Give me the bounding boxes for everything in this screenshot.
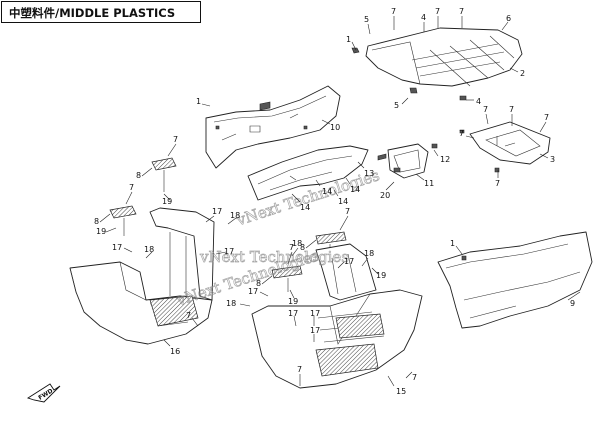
callout-7: 7 xyxy=(412,373,417,382)
callout-5: 5 xyxy=(364,15,369,24)
callout-1: 1 xyxy=(450,239,455,248)
callout-7: 7 xyxy=(459,7,464,16)
callout-19: 19 xyxy=(288,297,298,306)
title-box: 中塑料件/MIDDLE PLASTICS xyxy=(1,1,201,23)
callout-7: 7 xyxy=(391,7,396,16)
callout-7: 7 xyxy=(173,135,178,144)
callout-15: 15 xyxy=(396,387,406,396)
callout-1: 1 xyxy=(346,35,351,44)
callout-7: 7 xyxy=(495,179,500,188)
callout-14: 14 xyxy=(322,187,332,196)
callout-3: 3 xyxy=(550,155,555,164)
part-13-tunnel-cover xyxy=(247,145,369,201)
callout-6: 6 xyxy=(506,14,511,23)
callout-14: 14 xyxy=(350,185,360,194)
callout-1: 1 xyxy=(196,97,201,106)
callout-10: 10 xyxy=(330,123,340,132)
callout-7: 7 xyxy=(345,207,350,216)
callout-5: 5 xyxy=(394,101,399,110)
callout-4: 4 xyxy=(421,13,426,22)
callout-18: 18 xyxy=(230,211,240,220)
callout-7: 7 xyxy=(509,105,514,114)
callout-7: 7 xyxy=(186,311,191,320)
part-9-right-side-panel xyxy=(437,231,593,329)
fwd-arrow: FWD xyxy=(26,383,61,403)
callout-18: 18 xyxy=(144,245,154,254)
callout-17: 17 xyxy=(212,207,222,216)
callout-8: 8 xyxy=(136,171,141,180)
callout-20: 20 xyxy=(380,191,390,200)
part-3-bracket xyxy=(459,121,551,173)
callout-7: 7 xyxy=(289,243,294,252)
callout-2: 2 xyxy=(520,69,525,78)
callout-7: 7 xyxy=(435,7,440,16)
callout-17: 17 xyxy=(344,257,354,266)
callout-19: 19 xyxy=(96,227,106,236)
callout-16: 16 xyxy=(170,347,180,356)
callout-13: 13 xyxy=(364,169,374,178)
watermark-line-2: vNext Technologies xyxy=(199,248,349,266)
callout-17: 17 xyxy=(288,309,298,318)
callout-8: 8 xyxy=(256,279,261,288)
callout-17: 17 xyxy=(310,309,320,318)
callout-7: 7 xyxy=(483,105,488,114)
callout-7: 7 xyxy=(297,365,302,374)
callout-14: 14 xyxy=(300,203,310,212)
callouts: 1 1 1 2 3 4 4 5 5 6 7 7 7 xyxy=(94,7,581,396)
callout-17: 17 xyxy=(112,243,122,252)
callout-4: 4 xyxy=(476,97,481,106)
part-11-cover xyxy=(377,143,438,179)
callout-7: 7 xyxy=(544,113,549,122)
callout-19: 19 xyxy=(376,271,386,280)
callout-19: 19 xyxy=(162,197,172,206)
callout-17: 17 xyxy=(248,287,258,296)
callout-17: 17 xyxy=(310,326,320,335)
callout-14: 14 xyxy=(338,197,348,206)
part-8-footpegs xyxy=(109,157,347,292)
callout-18: 18 xyxy=(226,299,236,308)
callout-11: 11 xyxy=(424,179,434,188)
part-15-right-footwell xyxy=(251,243,423,389)
callout-12: 12 xyxy=(440,155,450,164)
callout-9: 9 xyxy=(570,299,575,308)
callout-18: 18 xyxy=(292,239,302,248)
part-16-left-footwell xyxy=(69,207,215,345)
part-2-rear-rack xyxy=(351,27,523,101)
callout-8: 8 xyxy=(94,217,99,226)
callout-18: 18 xyxy=(364,249,374,258)
diagram-title: 中塑料件/MIDDLE PLASTICS xyxy=(9,6,176,20)
callout-17: 17 xyxy=(224,247,234,256)
callout-8: 8 xyxy=(300,243,305,252)
callout-7: 7 xyxy=(459,129,464,138)
callout-7: 7 xyxy=(129,183,134,192)
